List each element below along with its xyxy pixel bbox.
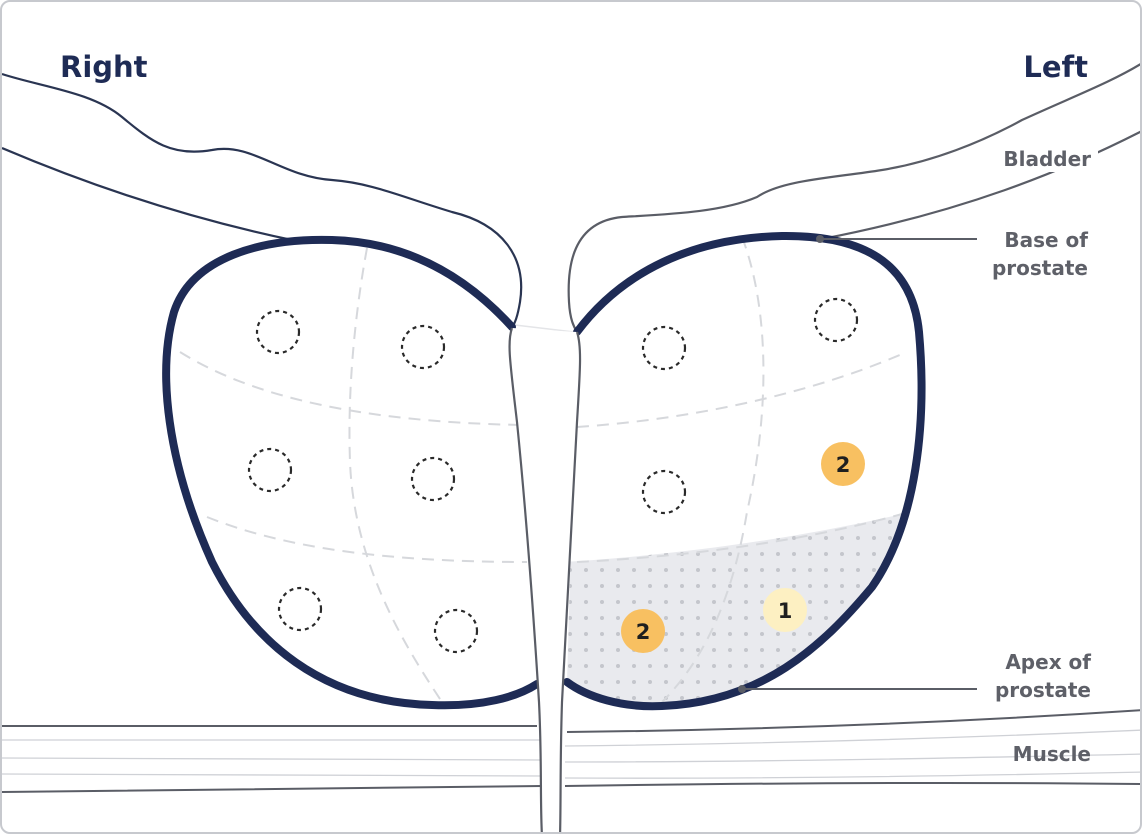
marker-a: 2: [821, 442, 865, 486]
marker-b: 1: [763, 588, 807, 632]
muscle-fiber-1: [2, 729, 1140, 747]
muscle-line-bottom: [2, 781, 1140, 793]
marker-b-label: 1: [778, 599, 793, 623]
urethra-top-connector: [514, 324, 575, 333]
apex-leader-dot: [738, 685, 746, 693]
muscle-label: Muscle: [1013, 742, 1091, 766]
bladder-label-background: [980, 144, 1098, 172]
bladder-outline-left-lower: [821, 130, 1140, 241]
left-side-label: Left: [1023, 50, 1088, 84]
marker-b-circle: [763, 588, 807, 632]
base-leader-dot: [816, 235, 824, 243]
bladder-label: Bladder: [1003, 147, 1091, 171]
apex-label-line1: Apex of: [1005, 650, 1091, 674]
biopsy-site: [400, 324, 446, 370]
biopsy-site: [433, 608, 479, 654]
apex-label-line2: prostate: [995, 678, 1091, 702]
sector-grid: [179, 236, 903, 703]
right-side-label: Right: [60, 50, 148, 84]
marker-a-label: 2: [836, 453, 851, 477]
prostate-left-lobe-outline: [563, 231, 926, 711]
marker-c: 2: [621, 609, 665, 653]
muscle-fiber-3: [2, 771, 1140, 779]
biopsy-site: [813, 297, 859, 343]
muscle-fiber-2: [2, 753, 1140, 763]
marker-a-circle: [821, 442, 865, 486]
bladder-outline-lower: [2, 146, 293, 242]
biopsy-sites: [247, 297, 859, 654]
biopsy-site: [277, 586, 323, 632]
biopsy-site: [410, 456, 456, 502]
biopsy-site: [255, 309, 301, 355]
base-label-line1: Base of: [1004, 228, 1088, 252]
marker-c-circle: [621, 609, 665, 653]
urethra: [508, 327, 582, 832]
bladder-outline-upper: [2, 72, 523, 329]
biopsy-site: [641, 469, 687, 515]
biopsy-site: [641, 325, 687, 371]
biopsy-site: [247, 447, 293, 493]
bladder-outline-left-upper: [567, 63, 1140, 333]
marker-c-label: 2: [636, 620, 651, 644]
base-label-line2: prostate: [992, 256, 1088, 280]
muscle-line-top-right: [566, 709, 1140, 733]
prostate-right-lobe-outline: [162, 235, 541, 710]
